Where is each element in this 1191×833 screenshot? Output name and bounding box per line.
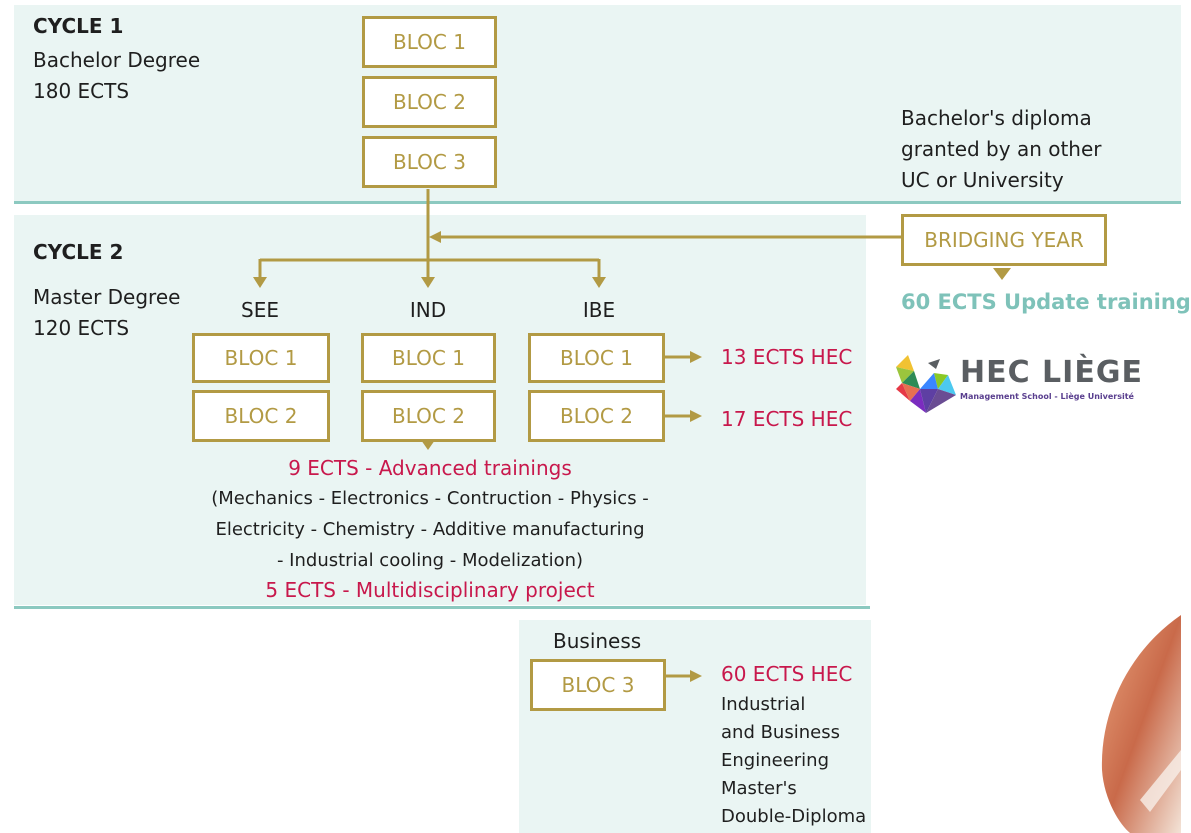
cycle1-divider [14, 201, 1181, 204]
business-hec-credits: 60 ECTS HEC [721, 662, 853, 686]
cycle1-bloc-3: BLOC 3 [362, 136, 497, 188]
cycle1-bloc-2: BLOC 2 [362, 76, 497, 128]
ibe-bloc-2: BLOC 2 [528, 390, 665, 442]
advanced-trainings-line3: - Industrial cooling - Modelization) [276, 550, 584, 571]
ind-bloc-1: BLOC 1 [361, 333, 496, 383]
hec-logo-mark-icon [896, 355, 956, 413]
business-desc-line1: Industrial [721, 694, 806, 715]
cycle2-title: CYCLE 2 [33, 240, 124, 264]
cycle1-degree: Bachelor Degree [33, 48, 201, 72]
hec-logo-name: HEC LIÈGE [960, 355, 1143, 390]
business-desc-line5: Double-Diploma [721, 806, 867, 827]
cycle2-ects: 120 ECTS [33, 316, 130, 340]
business-desc-line3: Engineering [721, 750, 829, 771]
ibe-bloc-1: BLOC 1 [528, 333, 665, 383]
see-bloc-2: BLOC 2 [192, 390, 330, 442]
business-desc-line4: Master's [721, 778, 797, 799]
business-desc-line2: and Business [721, 722, 840, 743]
hec-liege-logo: HEC LIÈGE Management School - Liège Univ… [896, 355, 1156, 415]
see-bloc-1: BLOC 1 [192, 333, 330, 383]
cycle2-divider [14, 606, 870, 609]
advanced-trainings-line2: Electricity - Chemistry - Additive manuf… [215, 519, 645, 540]
track-ibe-label: IBE [582, 298, 616, 322]
cycle1-title: CYCLE 1 [33, 14, 124, 38]
track-see-label: SEE [241, 298, 279, 322]
hec-bloc1-credits: 13 ECTS HEC [721, 345, 853, 369]
hec-bloc2-credits: 17 ECTS HEC [721, 407, 853, 431]
advanced-trainings-line1: (Mechanics - Electronics - Contruction -… [211, 488, 649, 509]
ind-bloc-2: BLOC 2 [361, 390, 496, 442]
external-diploma-line2: granted by an other [901, 137, 1102, 161]
advanced-trainings-title: 9 ECTS - Advanced trainings [288, 456, 572, 480]
business-panel [519, 620, 871, 833]
external-diploma-line1: Bachelor's diploma [901, 106, 1092, 130]
external-diploma-line3: UC or University [901, 168, 1064, 192]
cycle1-ects: 180 ECTS [33, 79, 130, 103]
business-label: Business [553, 629, 642, 653]
update-training-label: 60 ECTS Update training [901, 290, 1191, 314]
cycle1-bloc-1: BLOC 1 [362, 16, 497, 68]
hec-logo-tagline: Management School - Liège Université [960, 392, 1134, 401]
multidisciplinary-project: 5 ECTS - Multidisciplinary project [265, 578, 595, 602]
business-bloc-3: BLOC 3 [530, 659, 666, 711]
bridging-year-box: BRIDGING YEAR [901, 214, 1107, 266]
photo-fragment-image [1101, 615, 1181, 833]
cycle2-degree: Master Degree [33, 285, 181, 309]
cycle1-panel [14, 5, 1181, 201]
track-ind-label: IND [409, 298, 447, 322]
